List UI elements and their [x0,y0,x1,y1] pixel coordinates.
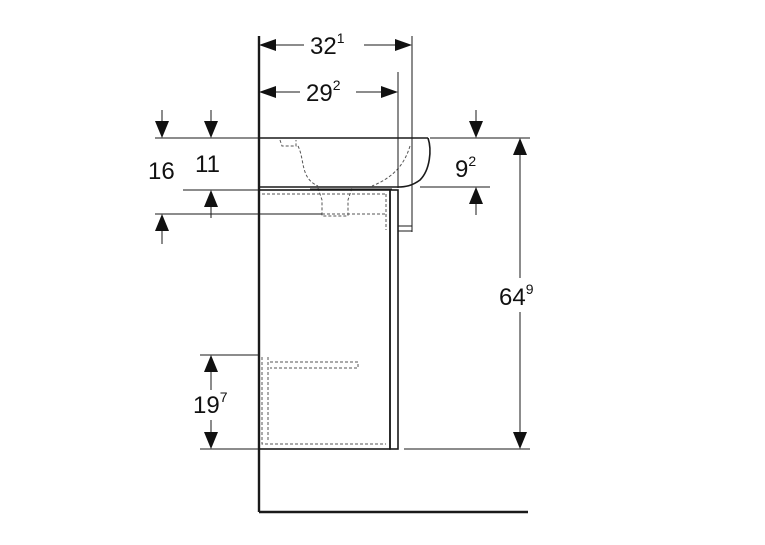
depth-16-value: 16 [148,158,175,185]
svg-text:92: 92 [455,153,476,183]
width-outer-sup: 1 [337,30,345,46]
basin [259,137,431,217]
rim-9-value: 9 [455,156,468,183]
svg-text:321: 321 [310,30,345,60]
svg-text:292: 292 [306,77,341,107]
dimension-depth-11: 11 [195,110,220,218]
extension-lines [155,36,530,450]
dimension-width-inner: 292 [259,77,398,107]
shelf-19-value: 19 [193,392,220,419]
height-total-value: 64 [499,284,526,311]
wall-and-floor [257,36,528,514]
shelf-19-sup: 7 [220,389,228,405]
svg-text:649: 649 [499,281,534,311]
vanity-cabinet [258,189,413,450]
rim-9-sup: 2 [468,153,476,169]
dimension-depth-16: 16 [148,110,175,244]
width-inner-value: 29 [306,80,333,107]
dimension-height-total: 649 [499,138,534,449]
svg-text:16: 16 [148,158,175,185]
height-total-sup: 9 [526,281,534,297]
svg-text:11: 11 [195,151,220,178]
dimension-width-outer: 321 [259,30,412,60]
dimension-shelf-19: 197 [193,355,228,449]
depth-11-value: 11 [195,151,220,178]
width-outer-value: 32 [310,33,337,60]
dimension-rim-9: 92 [455,110,483,215]
svg-text:197: 197 [193,389,228,419]
width-inner-sup: 2 [333,77,341,93]
